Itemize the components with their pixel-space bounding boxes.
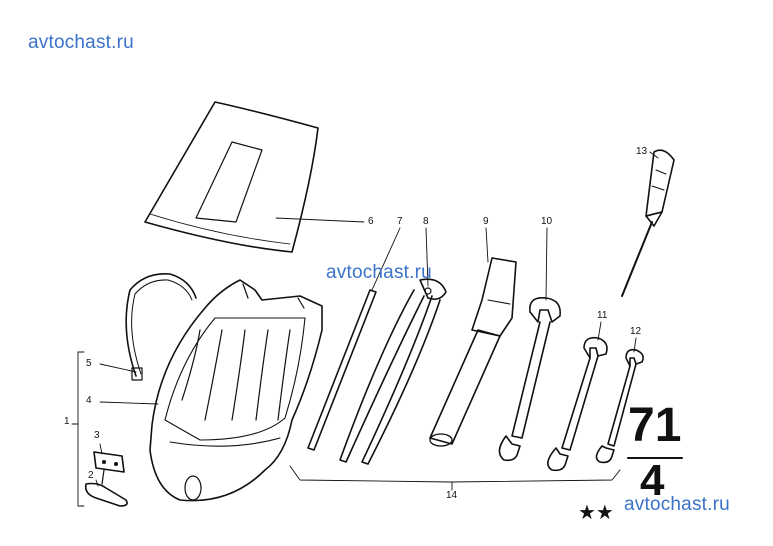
tool-bag-icon <box>149 279 323 502</box>
callout-2: 2 <box>88 470 94 481</box>
open-end-wrench-icon <box>547 336 608 472</box>
callout-1: 1 <box>64 416 70 427</box>
strap-icon <box>125 273 197 381</box>
tyre-lever-icon <box>307 289 377 451</box>
open-end-wrench-icon <box>595 348 644 464</box>
callout-5: 5 <box>86 358 92 369</box>
callout-4: 4 <box>86 395 92 406</box>
group-number-main: 71 <box>628 399 682 452</box>
callout-7: 7 <box>397 216 403 227</box>
spark-plug-wrench-icon <box>429 257 517 447</box>
leader-lines <box>71 151 659 507</box>
bracket-icon <box>93 451 125 473</box>
open-end-wrench-icon <box>498 296 562 462</box>
callout-13: 13 <box>636 146 648 157</box>
watermark-text: avtochast.ru <box>624 494 730 515</box>
bag-flap-icon <box>144 101 319 253</box>
callout-9: 9 <box>483 216 489 227</box>
star-marks-icon: ★★ <box>578 500 614 524</box>
callout-6: 6 <box>368 216 374 227</box>
watermark-text: avtochast.ru <box>326 262 432 283</box>
callout-12: 12 <box>630 326 642 337</box>
callout-10: 10 <box>541 216 553 227</box>
pliers-icon <box>339 278 447 465</box>
screwdriver-icon <box>621 149 675 297</box>
callout-11: 11 <box>597 310 608 321</box>
callout-8: 8 <box>423 216 429 227</box>
callout-14: 14 <box>446 490 458 501</box>
watermark-text: avtochast.ru <box>28 32 134 53</box>
group-number-sub: 4 <box>640 456 665 505</box>
callout-3: 3 <box>94 430 100 441</box>
